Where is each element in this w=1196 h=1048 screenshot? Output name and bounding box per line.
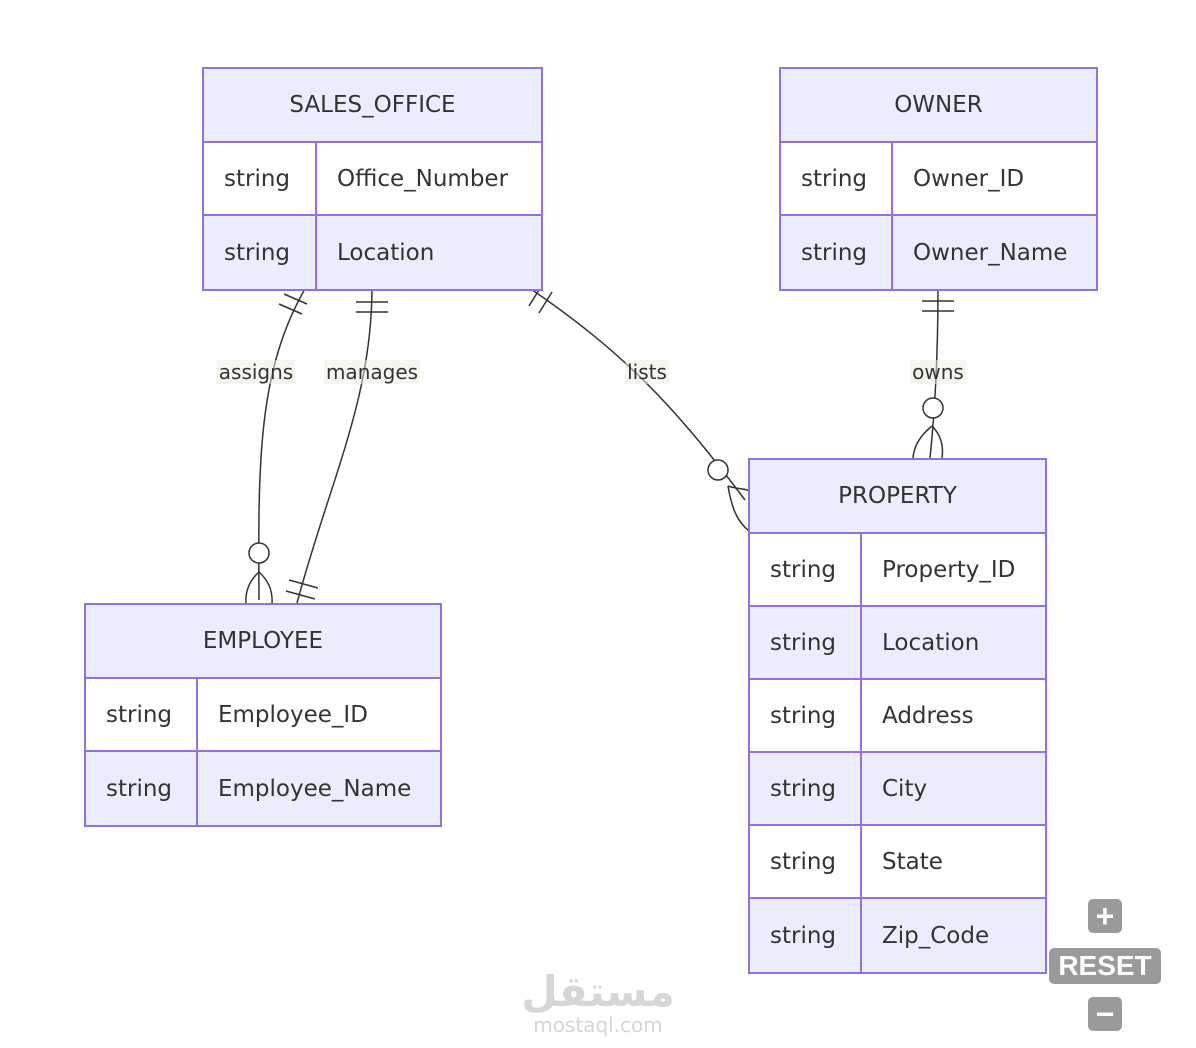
attribute-row: string Address	[750, 680, 1045, 753]
attribute-type: string	[750, 899, 862, 972]
marker-assigns-many	[245, 571, 273, 605]
attribute-name: Employee_ID	[218, 701, 368, 728]
marker-manages-one-3	[288, 579, 319, 589]
attribute-type: string	[781, 143, 893, 214]
attribute-row: string Location	[204, 216, 541, 289]
relationship-label-owns: owns	[910, 360, 966, 384]
attribute-row: string Property_ID	[750, 534, 1045, 607]
attribute-row: string Owner_Name	[781, 216, 1096, 289]
attribute-type: string	[86, 752, 198, 825]
entity-title: PROPERTY	[750, 460, 1045, 534]
marker-manages-one-4	[285, 590, 316, 600]
watermark-logo: مستقل	[521, 967, 675, 1016]
marker-lists-many	[727, 485, 750, 532]
attribute-row: string State	[750, 826, 1045, 899]
attribute-type: string	[204, 216, 317, 289]
attribute-name: Property_ID	[882, 556, 1016, 583]
attribute-name: Location	[337, 239, 435, 266]
attribute-type: string	[750, 753, 862, 824]
zoom-in-button[interactable]: +	[1088, 898, 1122, 934]
attribute-row: string Location	[750, 607, 1045, 680]
edge-owns	[929, 286, 939, 459]
relationship-label-manages: manages	[323, 360, 421, 384]
marker-owns-many	[912, 425, 944, 459]
entity-employee[interactable]: EMPLOYEE string Employee_ID string Emplo…	[84, 603, 442, 827]
attribute-row: string Zip_Code	[750, 899, 1045, 972]
watermark: مستقل mostaql.com	[521, 967, 675, 1037]
attribute-type: string	[750, 680, 862, 751]
attribute-name: Address	[882, 702, 974, 729]
attribute-name: Office_Number	[337, 165, 509, 192]
marker-lists-zero	[707, 459, 729, 481]
attribute-name: State	[882, 848, 943, 875]
attribute-row: string City	[750, 753, 1045, 826]
relationship-label-lists: lists	[625, 360, 669, 384]
marker-assigns-one-2	[278, 303, 303, 315]
reset-button[interactable]: RESET	[1049, 948, 1161, 984]
attribute-name: City	[882, 775, 928, 802]
entity-property[interactable]: PROPERTY string Property_ID string Locat…	[748, 458, 1047, 974]
attribute-name: Owner_Name	[913, 239, 1068, 266]
zoom-out-button[interactable]: −	[1088, 996, 1122, 1032]
attribute-name: Owner_ID	[913, 165, 1025, 192]
relationship-label-assigns: assigns	[216, 360, 296, 384]
attribute-type: string	[750, 607, 862, 678]
watermark-url: mostaql.com	[533, 1013, 663, 1037]
attribute-name: Zip_Code	[882, 922, 990, 949]
attribute-row: string Employee_ID	[86, 679, 440, 752]
entity-title: OWNER	[781, 69, 1096, 143]
attribute-type: string	[204, 143, 317, 214]
edge-manages	[296, 286, 373, 604]
marker-owns-zero	[922, 397, 944, 419]
attribute-type: string	[86, 679, 198, 750]
entity-title: SALES_OFFICE	[204, 69, 541, 143]
attribute-type: string	[750, 534, 862, 605]
entity-owner[interactable]: OWNER string Owner_ID string Owner_Name	[779, 67, 1098, 291]
marker-lists-one-2	[538, 291, 553, 314]
marker-assigns-zero	[248, 542, 270, 564]
attribute-name: Location	[882, 629, 980, 656]
attribute-row: string Owner_ID	[781, 143, 1096, 216]
marker-assigns-one-1	[283, 293, 308, 305]
entity-sales-office[interactable]: SALES_OFFICE string Office_Number string…	[202, 67, 543, 291]
attribute-type: string	[750, 826, 862, 897]
attribute-name: Employee_Name	[218, 775, 412, 802]
attribute-row: string Employee_Name	[86, 752, 440, 825]
attribute-row: string Office_Number	[204, 143, 541, 216]
attribute-type: string	[781, 216, 893, 289]
entity-title: EMPLOYEE	[86, 605, 440, 679]
